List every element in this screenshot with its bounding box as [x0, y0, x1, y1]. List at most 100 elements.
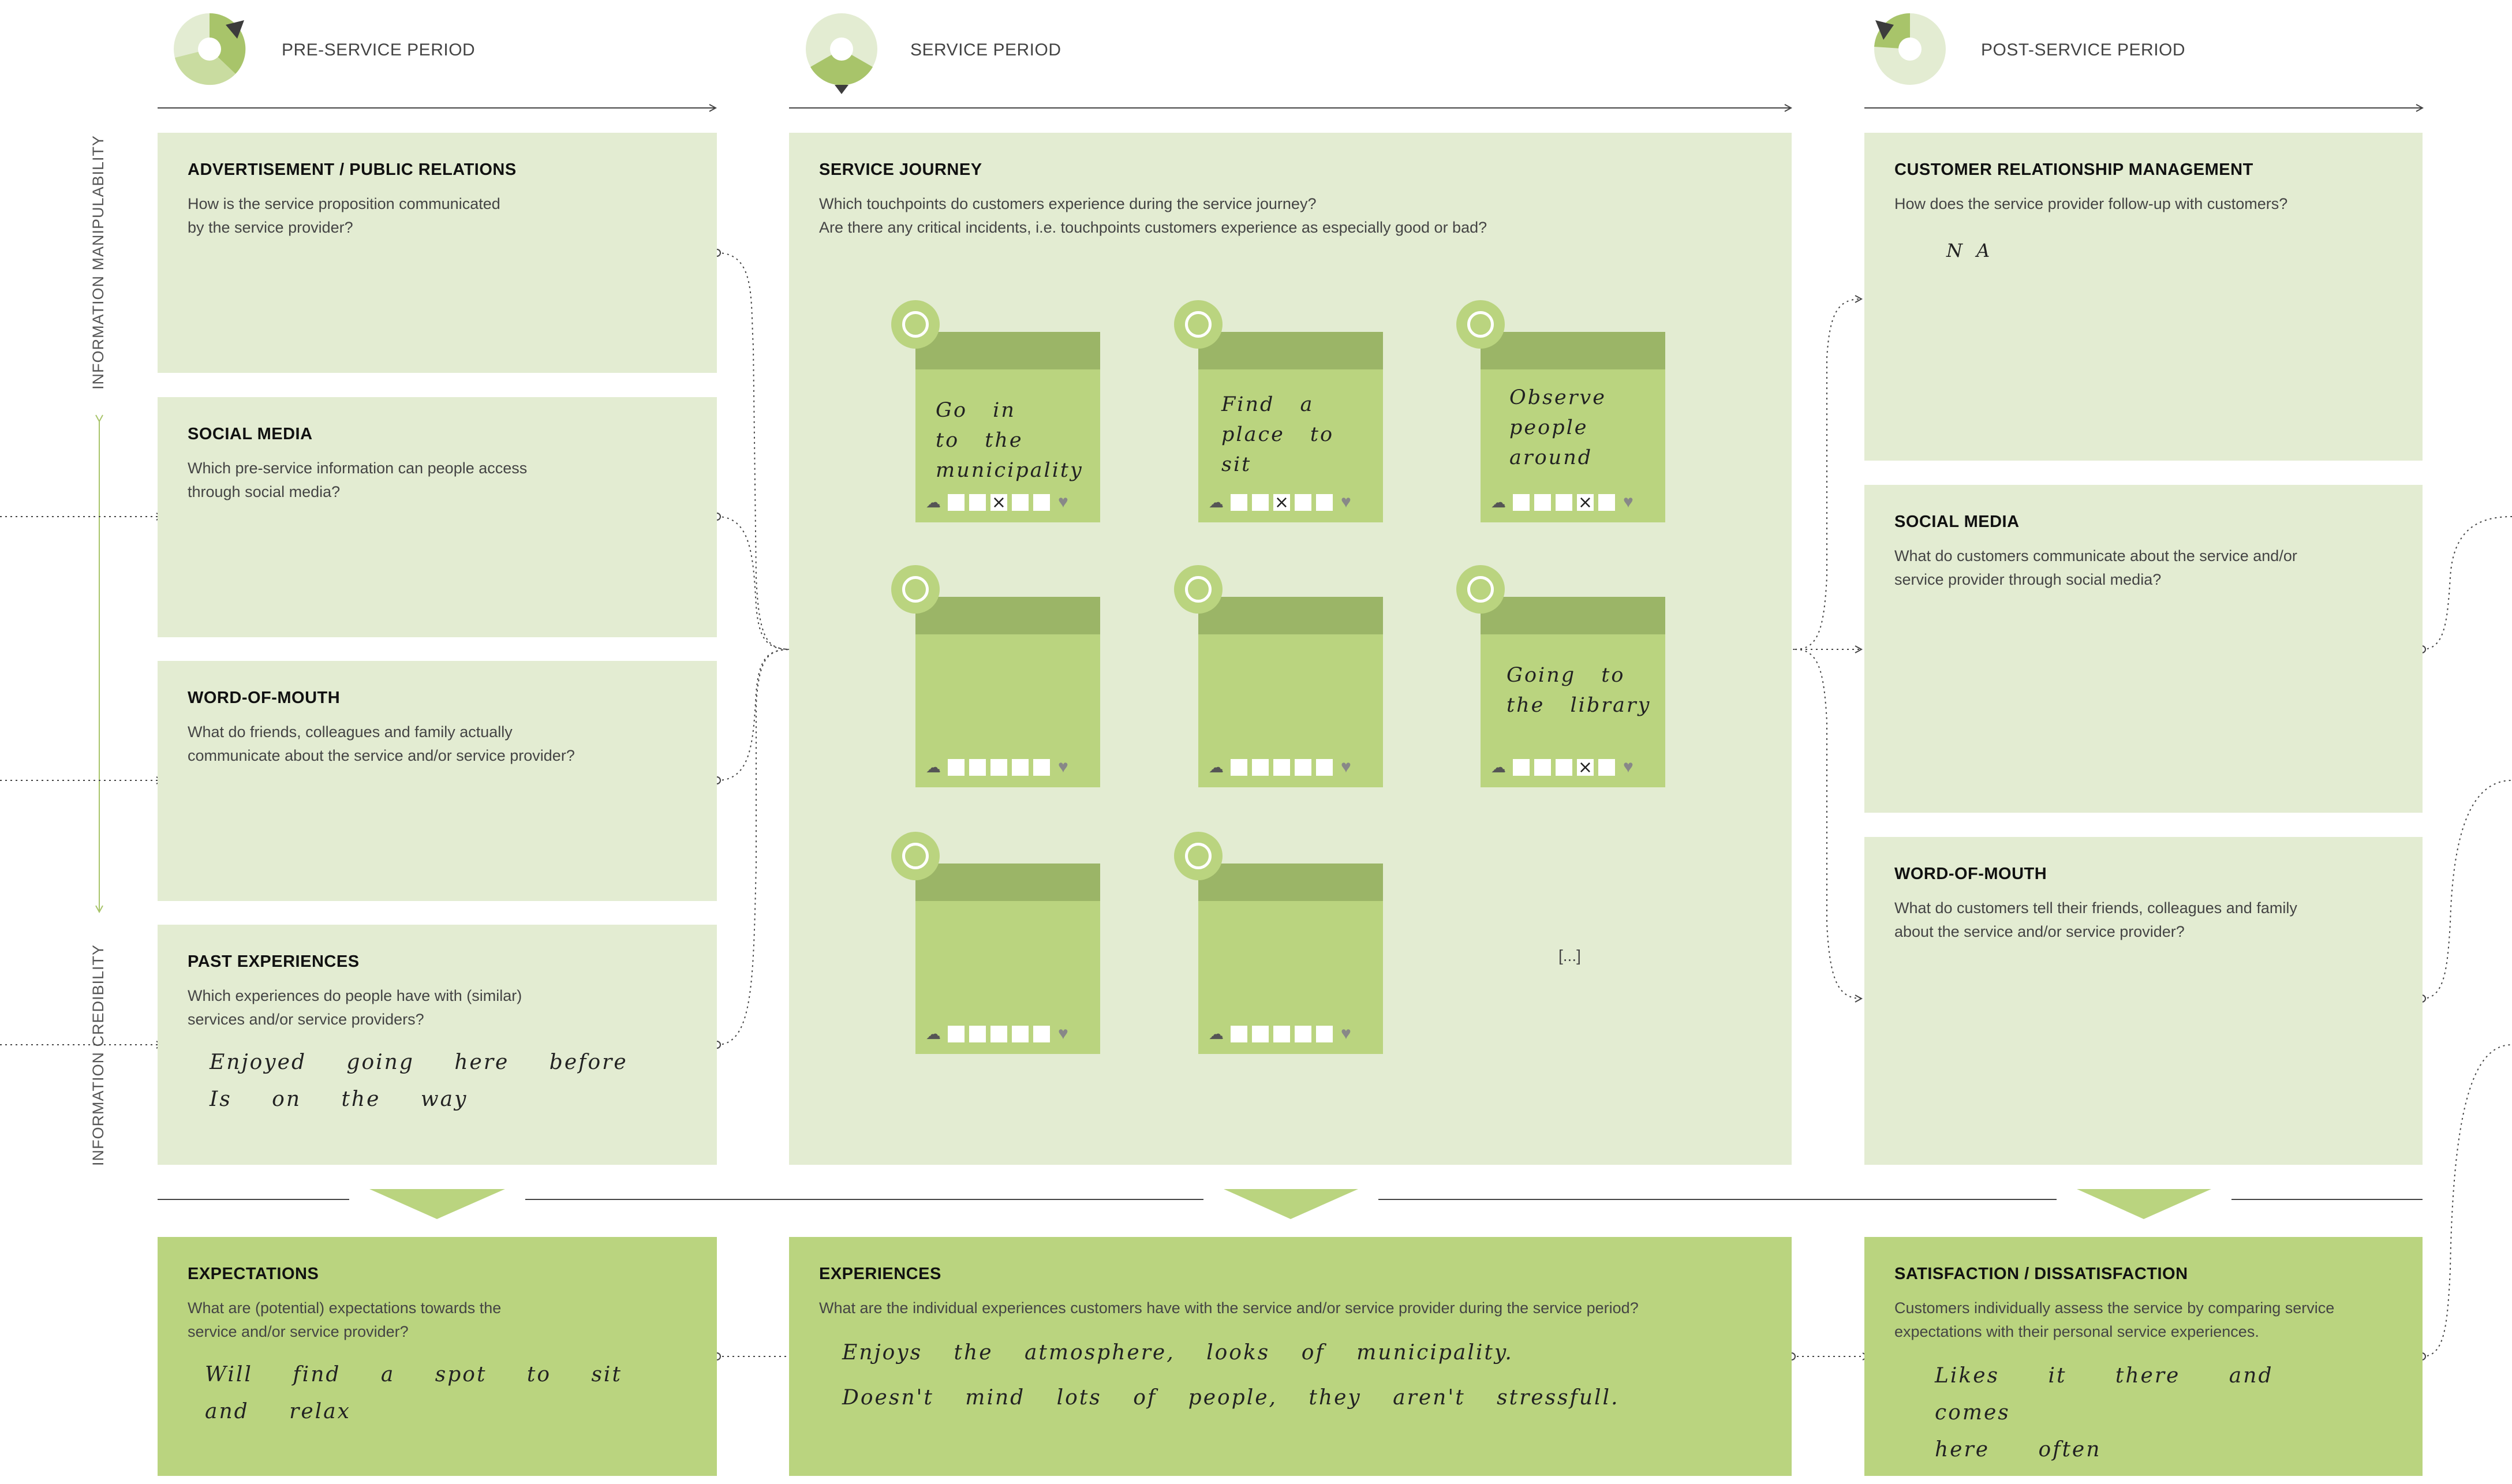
expectations-panel: EXPECTATIONS What are (potential) expect… [158, 1237, 717, 1476]
rating-checkbox[interactable] [1295, 1025, 1311, 1042]
touchpoint-rating: ☁×♥ [1491, 757, 1633, 777]
touchpoint-ring-icon [1174, 565, 1223, 614]
rating-checkbox[interactable] [1252, 1025, 1269, 1042]
rating-checkbox[interactable] [1295, 758, 1311, 776]
cloud-icon: ☁ [926, 1025, 941, 1042]
rating-checkbox[interactable] [1033, 758, 1050, 776]
pre-social-media-title: SOCIAL MEDIA [188, 425, 313, 443]
rating-checkbox[interactable]: × [1577, 492, 1594, 513]
touchpoint-card[interactable]: Find a place to sit ☁×♥ [1174, 300, 1383, 522]
rating-checkbox[interactable]: × [1273, 492, 1290, 513]
rating-checkbox[interactable] [1012, 494, 1029, 511]
rating-checkbox[interactable] [1556, 758, 1572, 776]
expectations-question: What are (potential) expectations toward… [188, 1299, 502, 1340]
touchpoint-card[interactable]: Observe people around ☁×♥ [1456, 300, 1665, 522]
rating-checkbox[interactable] [1231, 1025, 1247, 1042]
rating-checkbox[interactable] [1316, 1025, 1333, 1042]
service-period-label: SERVICE PERIOD [910, 40, 1061, 59]
rating-checkbox[interactable] [1252, 758, 1269, 776]
touchpoint-card[interactable]: ☁♥ [1174, 565, 1383, 787]
rating-checkbox[interactable] [1598, 758, 1615, 776]
touchpoint-ring-icon [1174, 300, 1223, 349]
rating-checkbox[interactable] [1513, 494, 1530, 511]
advertisement-panel: ADVERTISEMENT / PUBLIC RELATIONS How is … [158, 133, 717, 373]
rating-checkbox[interactable] [1556, 494, 1572, 511]
rating-checkbox[interactable] [948, 494, 965, 511]
cloud-icon: ☁ [1491, 494, 1506, 511]
rating-checkbox[interactable] [1033, 494, 1050, 511]
post-service-period-label: POST-SERVICE PERIOD [1981, 40, 2186, 59]
rating-checkbox[interactable] [1231, 758, 1247, 776]
service-journey-title: SERVICE JOURNEY [819, 160, 982, 179]
rating-checkbox[interactable] [1012, 758, 1029, 776]
expectations-answer[interactable]: Will find a spot to sit and relax [205, 1363, 622, 1423]
post-word-of-mouth-title: WORD-OF-MOUTH [1894, 865, 2047, 883]
experiences-answer[interactable]: Enjoys the atmosphere, looks of municipa… [842, 1341, 1620, 1410]
touchpoint-card[interactable]: ☁♥ [1174, 832, 1383, 1054]
rating-checkbox[interactable] [1252, 494, 1269, 511]
past-experiences-answer[interactable]: Enjoyed going here before Is on the way [210, 1051, 628, 1111]
cloud-icon: ☁ [1491, 758, 1506, 776]
touchpoint-card[interactable]: ☁♥ [891, 565, 1100, 787]
touchpoint-rating: ☁×♥ [1209, 492, 1351, 512]
heart-icon: ♥ [1341, 757, 1351, 776]
rating-checkbox[interactable] [1316, 494, 1333, 511]
post-social-media-title: SOCIAL MEDIA [1894, 513, 2020, 531]
rating-checkbox[interactable] [1316, 758, 1333, 776]
rating-checkbox[interactable] [1295, 494, 1311, 511]
experiences-panel: EXPERIENCES What are the individual expe… [789, 1237, 1792, 1476]
satisfaction-answer[interactable]: Likes it there and comes here often [1935, 1364, 2274, 1461]
past-experiences-title: PAST EXPERIENCES [188, 952, 360, 971]
pre-service-period-label: PRE-SERVICE PERIOD [282, 40, 476, 59]
post-social-media-panel: SOCIAL MEDIA What do customers communica… [1864, 485, 2423, 813]
touchpoint-text[interactable]: Go in to the municipality [936, 399, 1083, 482]
cloud-icon: ☁ [926, 758, 941, 776]
expectations-title: EXPECTATIONS [188, 1265, 319, 1283]
touchpoint-card[interactable]: Going to the library ☁×♥ [1456, 565, 1665, 787]
rating-checkbox[interactable] [1598, 494, 1615, 511]
rating-checkbox[interactable] [1273, 1025, 1290, 1042]
touchpoint-text[interactable]: Going to the library [1507, 664, 1651, 717]
rating-checkbox[interactable] [1273, 758, 1290, 776]
rating-checkbox[interactable] [1033, 1025, 1050, 1042]
heart-icon: ♥ [1058, 1024, 1068, 1043]
rating-checkbox[interactable] [1534, 494, 1551, 511]
rating-checkbox[interactable] [1012, 1025, 1029, 1042]
satisfaction-title: SATISFACTION / DISSATISFACTION [1894, 1265, 2188, 1283]
crm-answer[interactable]: N A [1946, 240, 1992, 261]
rating-checkbox[interactable] [1513, 758, 1530, 776]
touchpoint-ring-icon [891, 300, 940, 349]
rating-checkbox[interactable] [1534, 758, 1551, 776]
rating-checkbox[interactable] [990, 758, 1007, 776]
stage-divider [158, 1189, 2423, 1219]
rating-checkbox[interactable] [1231, 494, 1247, 511]
touchpoint-rating: ☁♥ [926, 757, 1068, 777]
rating-checkbox[interactable]: × [1577, 757, 1594, 777]
rating-checkbox[interactable] [948, 1025, 965, 1042]
cloud-icon: ☁ [1209, 1025, 1224, 1042]
crm-panel: CUSTOMER RELATIONSHIP MANAGEMENT How doe… [1864, 133, 2423, 461]
touchpoint-card[interactable]: Go in to the municipality ☁×♥ [891, 300, 1100, 522]
rating-checkbox[interactable] [969, 494, 986, 511]
touchpoint-ring-icon [891, 565, 940, 614]
touchpoint-ring-icon [1456, 300, 1505, 349]
pre-word-of-mouth-panel: WORD-OF-MOUTH What do friends, colleague… [158, 661, 717, 901]
post-service-connectors [1795, 299, 1861, 999]
rating-checkbox[interactable] [969, 758, 986, 776]
touchpoint-ring-icon [1174, 832, 1223, 880]
touchpoint-card[interactable]: ☁♥ [891, 832, 1100, 1054]
past-experiences-question: Which experiences do people have with (s… [188, 987, 522, 1028]
post-social-media-question: What do customers communicate about the … [1894, 547, 2297, 588]
rating-checkbox[interactable]: × [990, 492, 1007, 513]
past-experiences-panel: PAST EXPERIENCES Which experiences do pe… [158, 925, 717, 1165]
satisfaction-panel: SATISFACTION / DISSATISFACTION Customers… [1864, 1237, 2423, 1476]
rating-checkbox[interactable] [948, 758, 965, 776]
touchpoint-text[interactable]: Find a place to sit [1221, 393, 1334, 476]
post-word-of-mouth-panel: WORD-OF-MOUTH What do customers tell the… [1864, 837, 2423, 1165]
cloud-icon: ☁ [1209, 494, 1224, 511]
rating-checkbox[interactable] [990, 1025, 1007, 1042]
rating-checkbox[interactable] [969, 1025, 986, 1042]
touchpoint-text[interactable]: Observe people around [1509, 386, 1606, 469]
experiences-question: What are the individual experiences cust… [819, 1299, 1639, 1317]
touchpoint-rating: ☁×♥ [1491, 492, 1633, 512]
